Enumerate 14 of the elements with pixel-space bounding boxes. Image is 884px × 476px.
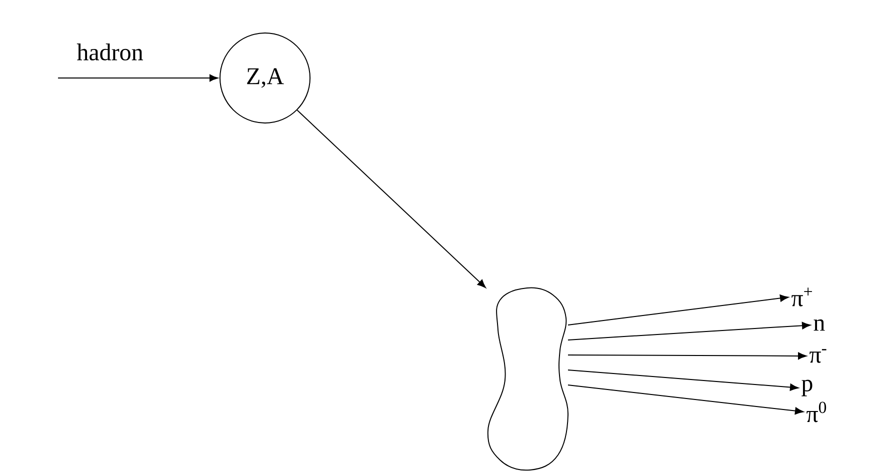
particle-label: π$^{-}$ <box>810 349 826 363</box>
arrow <box>568 369 799 391</box>
arrow <box>568 352 807 360</box>
particle-label: π$^{+}$ <box>792 288 812 306</box>
arrow <box>568 322 811 340</box>
arrow <box>296 110 486 288</box>
arrow <box>58 74 218 82</box>
particle-label: π$^{0}$ <box>806 402 826 422</box>
edge-label: hadron <box>76 42 144 62</box>
arrow <box>568 384 804 414</box>
particle-label: p <box>802 380 812 396</box>
particle-label: n <box>814 319 825 331</box>
blob-shape <box>487 287 568 471</box>
arrow <box>568 294 789 326</box>
